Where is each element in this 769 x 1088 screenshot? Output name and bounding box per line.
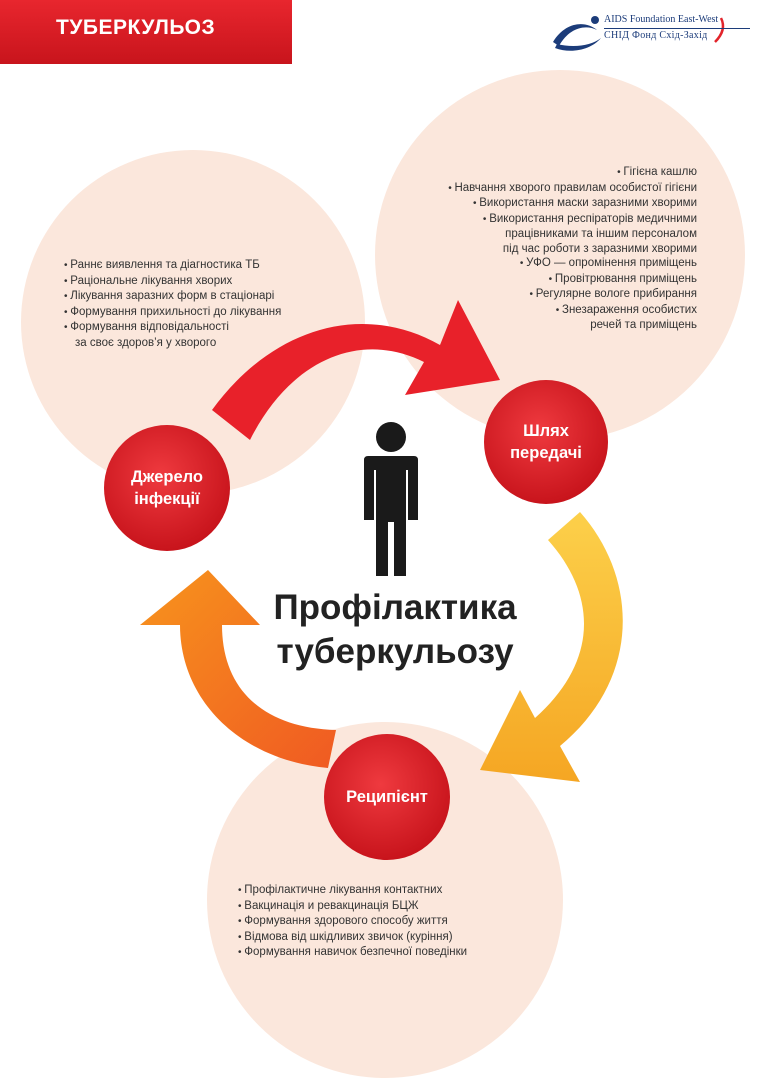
logo-text-ua: СНІД Фонд Схід-Захід [604,30,708,41]
recipient-measures-list: • Профілактичне лікування контактних • В… [238,883,467,961]
list-item: • Навчання хворого правилам особистої гі… [448,181,697,194]
list-item: • Відмова від шкідливих звичок (куріння) [238,930,453,943]
node-transmission [484,380,608,504]
list-item: • Лікування заразних форм в стаціонарі [64,290,275,302]
logo-text-en: AIDS Foundation East-West [604,14,719,25]
list-item: • Формування прихильності до лікування [64,305,282,318]
node-recipient [324,734,450,860]
list-item: • Вакцинація и ревакцинація БЦЖ [238,899,419,912]
list-item: за своє здоров’я у хворого [75,336,217,349]
arrow-transmission-to-recipient [480,512,623,782]
node-recipient-label: Реципієнт [346,788,428,806]
list-item: речей та приміщень [590,319,697,331]
list-item: • Провітрювання приміщень [548,272,697,285]
logo-divider [604,28,750,29]
list-item: • Формування здорового способу життя [238,915,448,927]
list-item: • Профілактичне лікування контактних [238,884,443,896]
list-item: працівниками та іншим персоналом [505,228,697,240]
list-item: під час роботи з заразними хворими [502,242,697,255]
list-item: • Регулярне вологе прибирання [529,288,697,300]
list-item: • Гігієна кашлю [617,166,697,178]
arrow-recipient-to-source [140,570,336,768]
person-icon [364,422,418,576]
node-transmission-label: Шлях передачі [510,422,582,462]
foundation-logo-icon [553,16,725,51]
node-source [104,425,230,551]
list-item: • Раннє виявлення та діагностика ТБ [64,259,260,271]
source-blob [21,150,365,494]
list-item: • Використання маски заразними хворими [472,197,697,209]
node-source-label: Джерело інфекції [130,468,203,508]
source-measures-list: • Раннє виявлення та діагностика ТБ • Ра… [64,258,281,350]
recipient-blob [207,722,563,1078]
list-item: • Використання респіраторів медичними [482,212,697,225]
list-item: • Формування навичок безпечної поведінки [238,946,468,958]
list-item: • Раціональне лікування хворих [64,274,233,287]
arrow-source-to-transmission [212,300,500,440]
list-item: • УФО — опромінення приміщень [519,257,697,269]
header-banner: ТУБЕРКУЛЬОЗ [0,0,292,64]
transmission-measures-list: • Гігієна кашлю • Навчання хворого прави… [448,165,697,333]
list-item: • Знезараження особистих [555,303,697,316]
center-title: Профілактика туберкульозу [273,588,517,671]
list-item: • Формування відповідальності [64,321,229,333]
page-title: ТУБЕРКУЛЬОЗ [56,16,216,39]
